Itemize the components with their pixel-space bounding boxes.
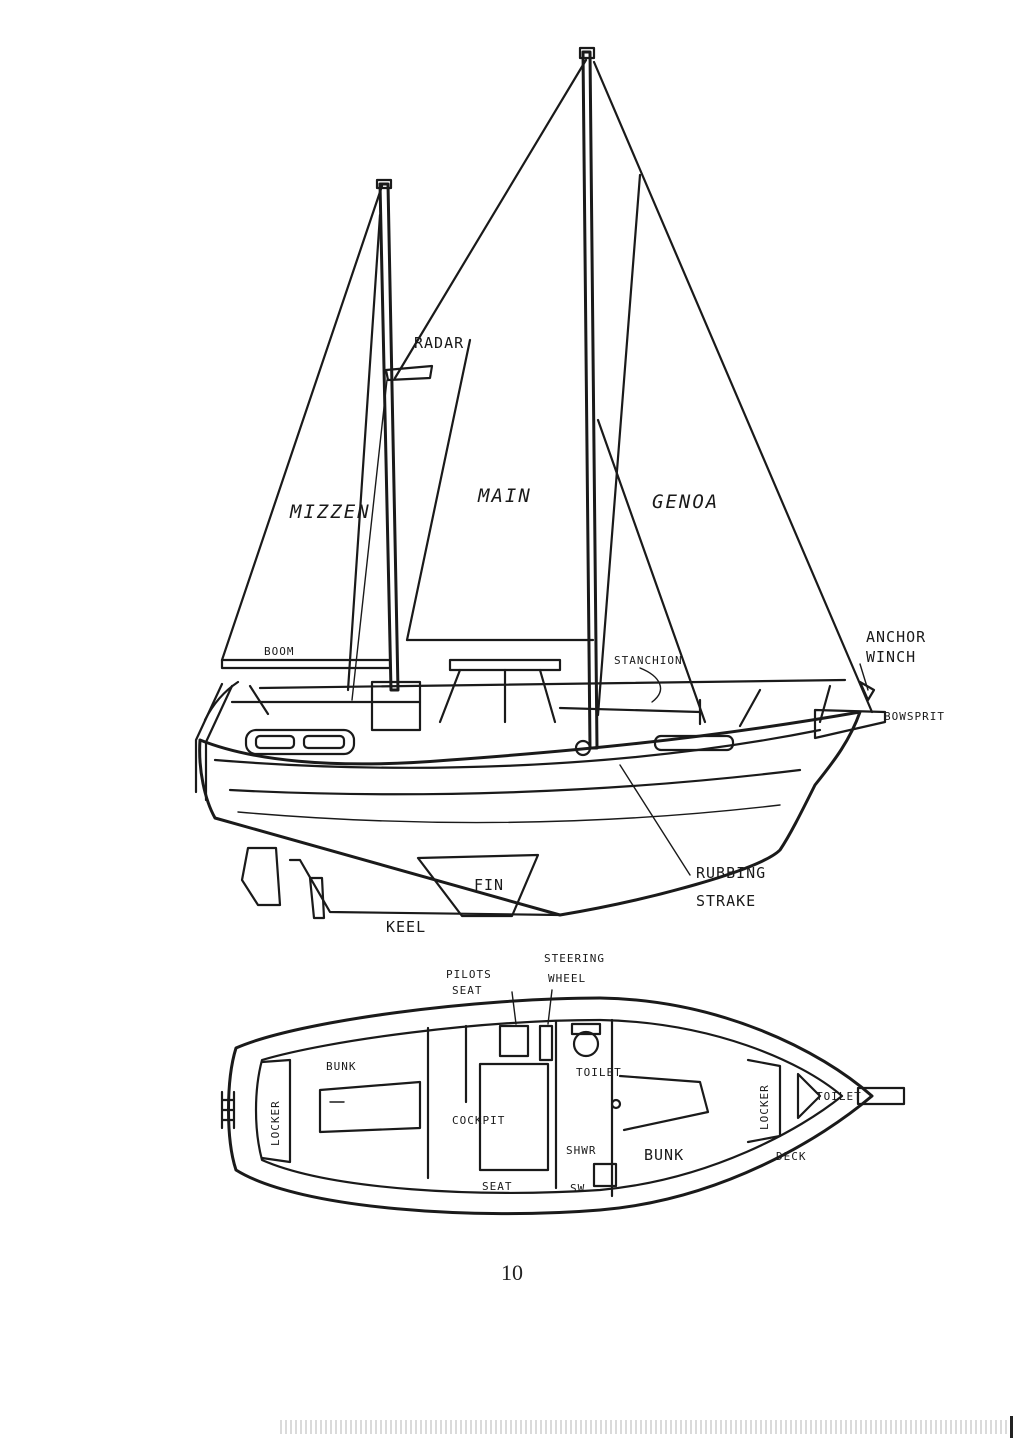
- cockpit-well: [478, 1062, 550, 1172]
- porthole-pane: [254, 734, 296, 750]
- label-bunk-aft: BUNK: [326, 1060, 357, 1073]
- doghouse-posts: [438, 668, 557, 724]
- stanchions: [203, 680, 832, 728]
- forestay: [592, 60, 874, 714]
- mizzen-step: [370, 680, 422, 732]
- label-fin: FIN: [474, 876, 504, 894]
- main-mast: [581, 50, 599, 750]
- plan-bowsprit: [856, 1086, 906, 1106]
- drain: [610, 1098, 622, 1110]
- page-number: 10: [501, 1260, 523, 1285]
- anchor-winch-leader: [859, 663, 869, 691]
- guard-rail: [258, 678, 847, 690]
- label-radar: RADAR: [414, 334, 464, 352]
- label-bunk-fwd: BUNK: [644, 1146, 684, 1164]
- scan-mark: [1010, 1416, 1013, 1438]
- label-cockpit: COCKPIT: [452, 1114, 505, 1127]
- toilet-tank: [570, 1022, 602, 1036]
- aft-locker: [260, 1058, 292, 1164]
- porthole-fwd: [653, 734, 735, 752]
- label-toilet-2: TOILET: [816, 1090, 862, 1103]
- shroud: [351, 379, 388, 701]
- plan-leaders: [511, 989, 553, 1025]
- label-winch: WINCH: [866, 648, 916, 666]
- fwd-locker: [746, 1058, 782, 1144]
- main-backstay: [393, 58, 588, 380]
- rubbing-strake-leader: [619, 764, 691, 876]
- guard-rail-lower: [230, 700, 702, 714]
- label-pilots: PILOTS: [446, 968, 492, 981]
- label-steering: STEERING: [544, 952, 605, 965]
- doghouse: [448, 658, 562, 672]
- bowsprit: [813, 708, 887, 740]
- label-locker-fwd: LOCKER: [758, 1084, 771, 1130]
- label-main: MAIN: [477, 485, 532, 507]
- mizzen-mast: [378, 182, 400, 692]
- label-locker-aft: LOCKER: [269, 1100, 282, 1146]
- label-wheel: WHEEL: [548, 972, 586, 985]
- label-bowsprit: BOWSPRIT: [884, 710, 945, 723]
- label-anchor: ANCHOR: [866, 628, 926, 646]
- label-genoa: GENOA: [652, 491, 719, 513]
- steering-wheel: [538, 1024, 554, 1062]
- bulkheads: [426, 1018, 614, 1198]
- chain-locker: [796, 1072, 822, 1120]
- label-strake: STRAKE: [696, 892, 756, 910]
- radar-unit: [384, 364, 434, 382]
- fwd-bunk: [618, 1074, 710, 1132]
- label-mizzen: MIZZEN: [289, 501, 371, 523]
- skeg-keel: [288, 858, 562, 917]
- rudder: [240, 846, 282, 907]
- label-rubbing: RUBBING: [696, 864, 766, 882]
- hull-fitting: [574, 739, 592, 757]
- plan-hull-inner: [254, 1018, 844, 1194]
- label-keel: KEEL: [386, 918, 426, 936]
- mizzen-boom: [220, 658, 392, 670]
- porthole-pane: [302, 734, 346, 750]
- rubbing-strake-line: [228, 768, 802, 796]
- mizzen-backstay: [346, 213, 382, 692]
- shower-tray: [592, 1162, 618, 1188]
- plan-hull-outer: [227, 996, 874, 1216]
- pilots-seat: [498, 1024, 530, 1058]
- label-toilet-1: TOILET: [576, 1066, 622, 1079]
- genoa-leech: [596, 418, 707, 724]
- label-deck: DECK: [776, 1150, 807, 1163]
- label-shower: SHWR: [566, 1144, 597, 1157]
- mast-head: [578, 46, 596, 60]
- mizzen-leech: [220, 184, 384, 662]
- label-seat-pilot: SEAT: [452, 984, 483, 997]
- label-sw: SW: [570, 1182, 585, 1195]
- porthole-aft: [244, 728, 356, 756]
- main-leech: [405, 338, 472, 642]
- label-stanchion: STANCHION: [614, 654, 683, 667]
- genoa-luff: [596, 173, 642, 717]
- plan-stern-ladder: [220, 1090, 236, 1130]
- deck-plan: PILOTS SEAT STEERING WHEEL BUNK LOCKER C…: [220, 952, 906, 1216]
- scan-artifact: [280, 1420, 1010, 1434]
- sheer-line: [213, 728, 822, 769]
- sailboat-profile: RADAR MIZZEN MAIN GENOA BOOM STANCHION A…: [194, 46, 945, 936]
- propeller: [308, 876, 326, 920]
- label-boom: BOOM: [264, 645, 295, 658]
- mizzen-head: [375, 178, 393, 190]
- label-seat: SEAT: [482, 1180, 513, 1193]
- waterline: [237, 804, 781, 824]
- stanchion-leader: [639, 667, 662, 703]
- toilet-fixture: [572, 1030, 600, 1058]
- aft-bunk: [318, 1080, 422, 1134]
- fin-keel: [416, 853, 540, 918]
- hull: [198, 710, 862, 917]
